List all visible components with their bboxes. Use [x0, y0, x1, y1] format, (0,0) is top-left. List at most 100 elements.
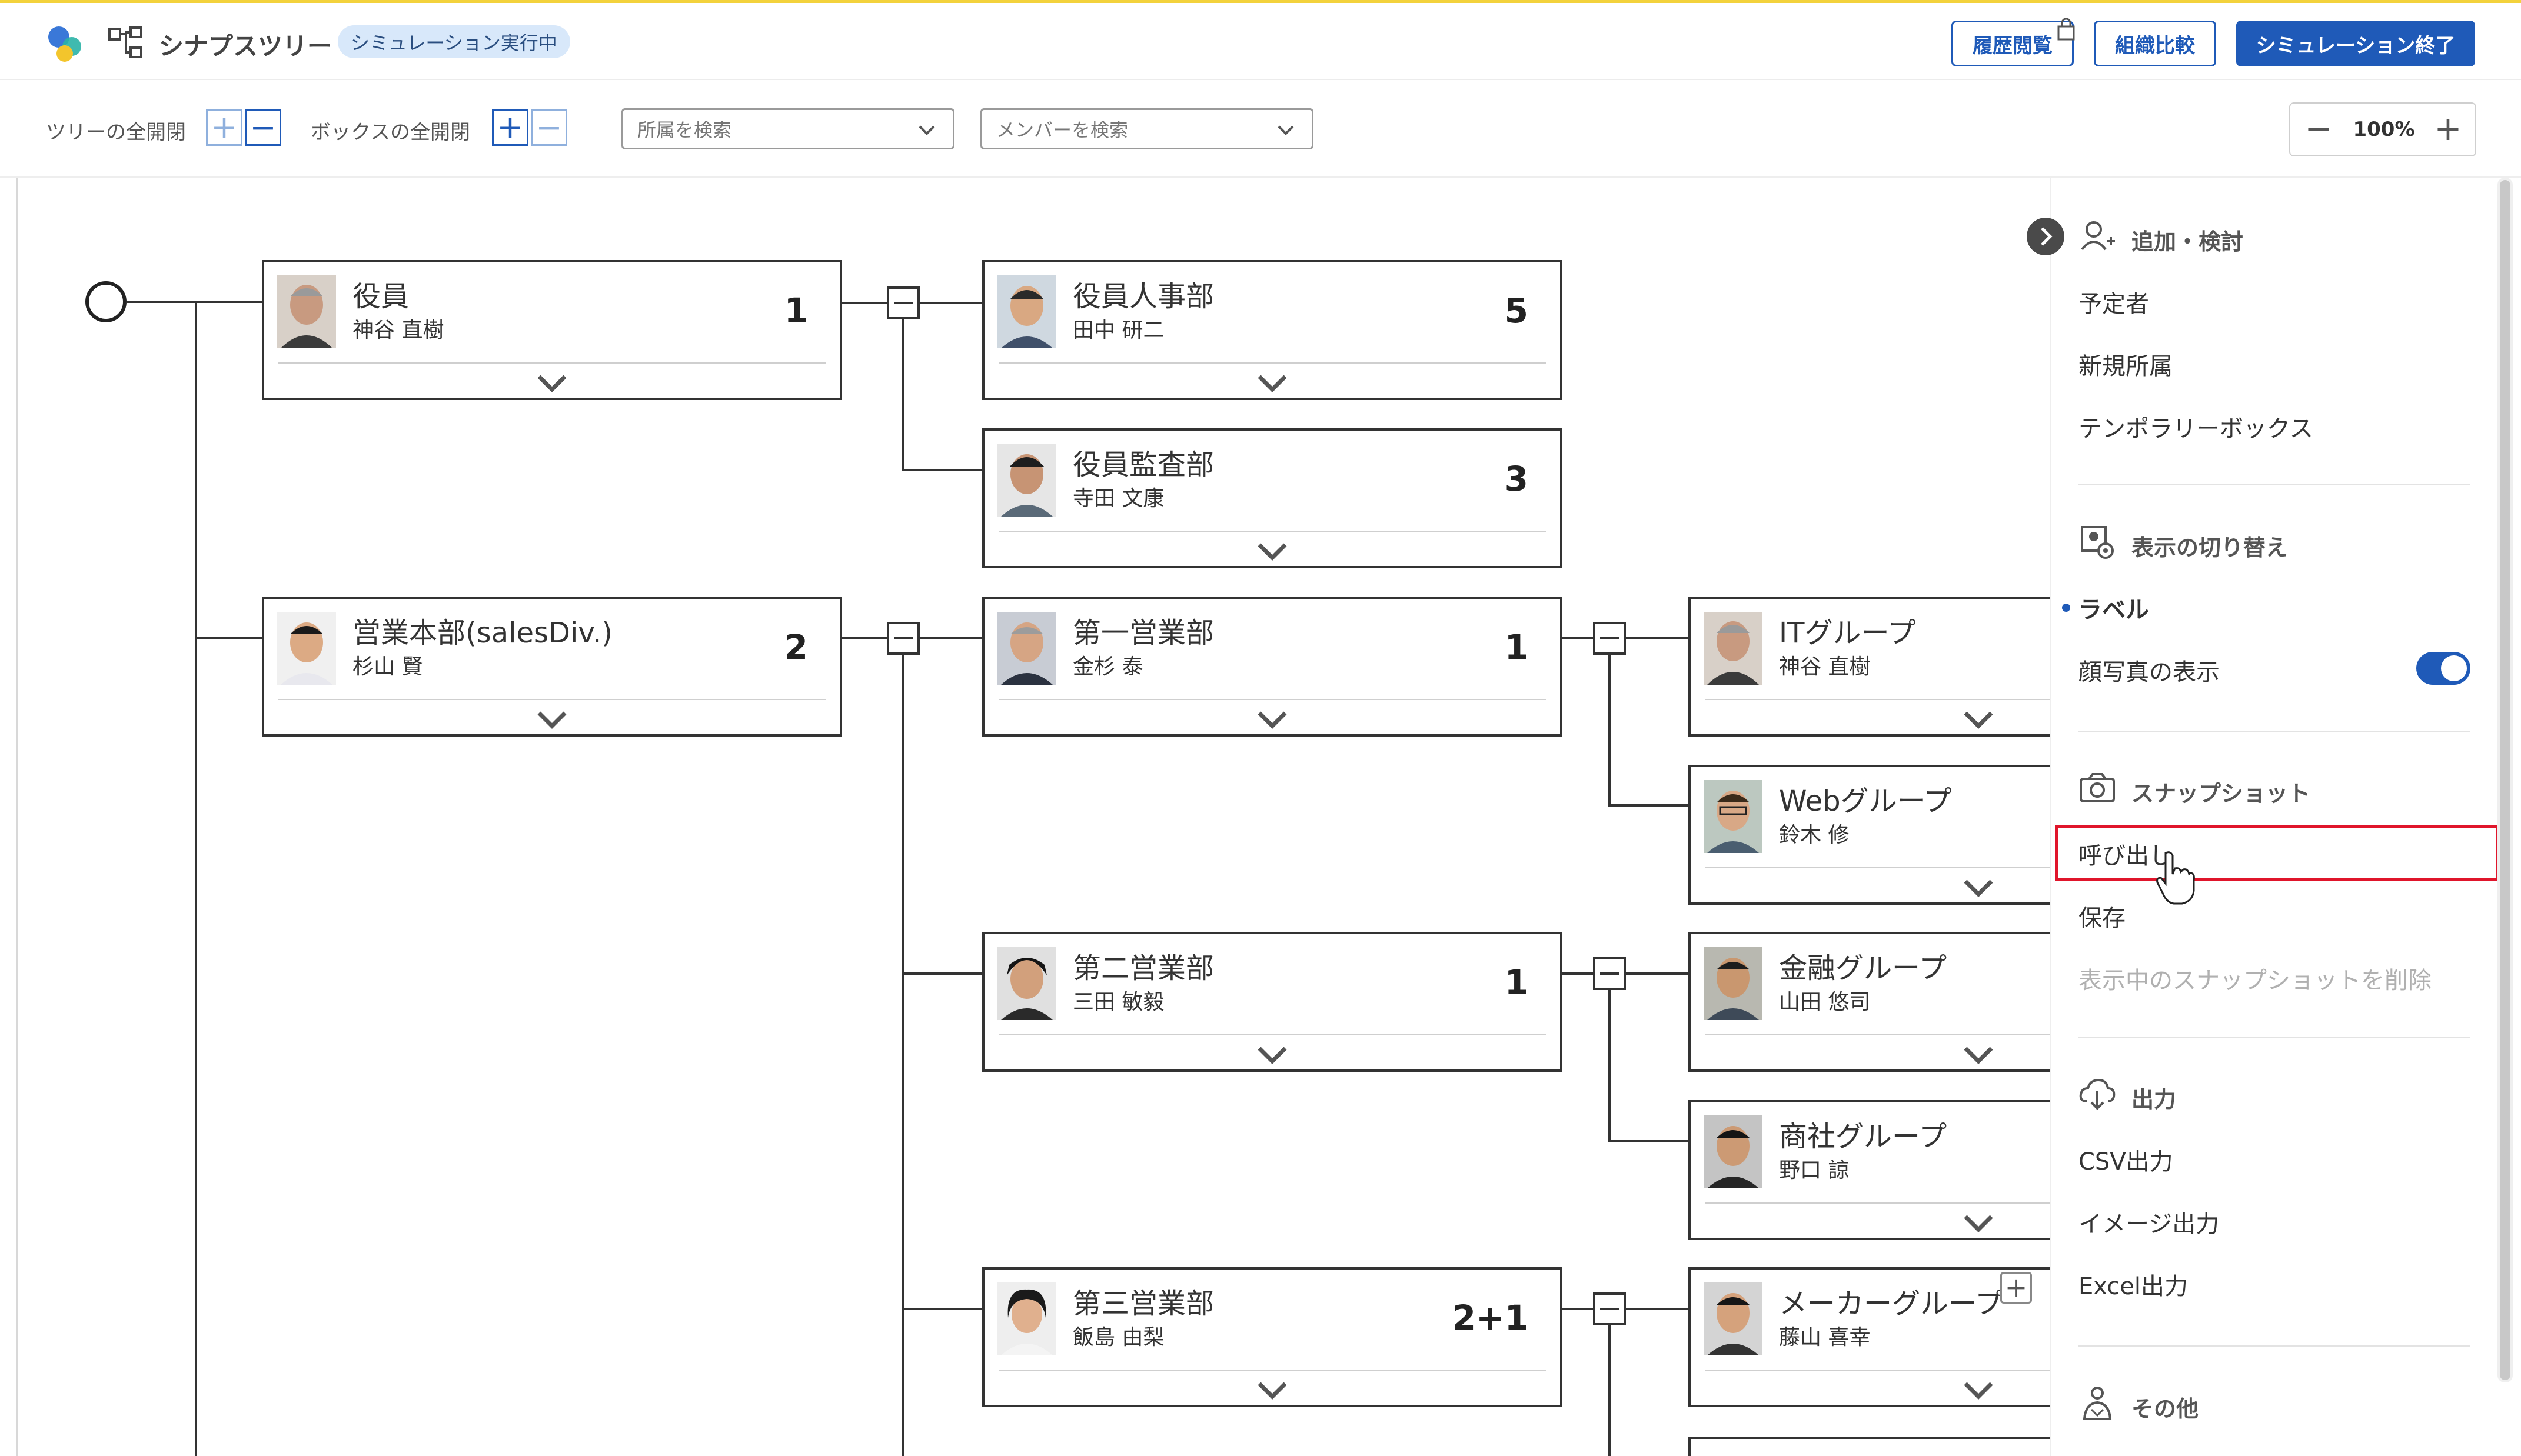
- org-box[interactable]: Webグループ 鈴木 修: [1688, 765, 2052, 905]
- tree-expand-all-button[interactable]: +: [206, 109, 242, 146]
- org-box-title: 営業本部(salesDiv.): [352, 617, 613, 649]
- chevron-down-icon[interactable]: [1962, 1045, 1995, 1066]
- menu-item-new-department[interactable]: 新規所属: [2078, 353, 2173, 380]
- org-box[interactable]: 営業本部(salesDiv.) 杉山 賢 2: [262, 597, 842, 737]
- chevron-down-icon[interactable]: [1256, 709, 1289, 731]
- collapse-toggle[interactable]: [1593, 957, 1626, 990]
- org-box[interactable]: 商社グループ 野口 諒: [1688, 1100, 2052, 1240]
- avatar: [997, 275, 1056, 348]
- org-box-person: 杉山 賢: [352, 655, 423, 679]
- org-box[interactable]: 役員人事部 田中 研二 5: [982, 260, 1562, 400]
- org-box-title: ITグループ: [1779, 617, 1916, 649]
- collapse-panel-button[interactable]: [2027, 218, 2064, 255]
- org-box[interactable]: 第一営業部 金杉 泰 1: [982, 597, 1562, 737]
- org-box-title: 第三営業部: [1073, 1287, 1215, 1320]
- menu-item-recall[interactable]: 呼び出し: [2078, 842, 2173, 869]
- org-box-person: 野口 諒: [1779, 1158, 1850, 1182]
- chevron-down-icon: [919, 125, 935, 135]
- hand-pointer-icon: [2156, 851, 2195, 905]
- collapse-toggle[interactable]: [887, 286, 920, 319]
- org-box-title: 役員人事部: [1073, 280, 1215, 313]
- org-tree-canvas[interactable]: 役員 神谷 直樹 1 役員人事部 田中 研二 5 役員監査部 寺田 文康 3 営…: [16, 178, 2052, 1456]
- chevron-down-icon[interactable]: [1256, 541, 1289, 562]
- menu-item-label[interactable]: ラベル: [2078, 597, 2149, 624]
- org-box-person: 山田 悠司: [1779, 990, 1871, 1014]
- divider: [1705, 1034, 2052, 1035]
- chevron-down-icon[interactable]: [1962, 1213, 1995, 1234]
- chevron-down-icon[interactable]: [1962, 878, 1995, 899]
- menu-item-image-output[interactable]: イメージ出力: [2078, 1211, 2220, 1238]
- chevron-down-icon[interactable]: [1962, 709, 1995, 731]
- simulation-status-badge: シミュレーション実行中: [338, 25, 570, 58]
- member-search-select[interactable]: メンバーを検索: [980, 108, 1313, 149]
- menu-item-temporary-box[interactable]: テンポラリーボックス: [2078, 415, 2313, 442]
- org-box-partial[interactable]: [1688, 1437, 2052, 1456]
- org-box-person: 田中 研二: [1073, 318, 1165, 342]
- avatar: [1704, 1115, 1762, 1188]
- divider: [999, 362, 1546, 364]
- chevron-right-icon: [2041, 227, 2053, 246]
- connector: [902, 637, 904, 1456]
- org-box[interactable]: ITグループ 神谷 直樹: [1688, 597, 2052, 737]
- chevron-down-icon[interactable]: [1962, 1380, 1995, 1401]
- divider: [278, 699, 826, 700]
- org-box-person: 神谷 直樹: [1779, 655, 1871, 679]
- app-title: シナプスツリー: [159, 32, 332, 61]
- org-box[interactable]: 第二営業部 三田 敏毅 1: [982, 932, 1562, 1072]
- zoom-level: 100%: [2353, 118, 2415, 141]
- avatar: [997, 444, 1056, 517]
- org-box-person: 飯島 由梨: [1073, 1325, 1165, 1350]
- menu-item-candidate[interactable]: 予定者: [2078, 291, 2149, 318]
- divider: [999, 699, 1546, 700]
- end-button-label: シミュレーション終了: [2256, 34, 2456, 58]
- org-box[interactable]: 第三営業部 飯島 由梨 2+1: [982, 1267, 1562, 1407]
- org-box-title: 商社グループ: [1779, 1120, 1947, 1153]
- photo-display-toggle[interactable]: [2416, 652, 2470, 685]
- zoom-in-button[interactable]: +: [2434, 110, 2462, 148]
- menu-item-csv-output[interactable]: CSV出力: [2078, 1148, 2173, 1175]
- tree-collapse-all-button[interactable]: −: [245, 109, 281, 146]
- org-box-count: 2+1: [1452, 1298, 1528, 1338]
- org-box-count: 3: [1504, 459, 1528, 499]
- org-box[interactable]: 役員監査部 寺田 文康 3: [982, 428, 1562, 568]
- org-box-title: Webグループ: [1779, 785, 1952, 818]
- snapshot-section-heading: スナップショット: [2131, 781, 2311, 807]
- divider: [999, 1370, 1546, 1371]
- chevron-down-icon[interactable]: [1256, 1380, 1289, 1401]
- collapse-toggle[interactable]: [1593, 1292, 1626, 1325]
- chevron-down-icon[interactable]: [536, 709, 568, 731]
- tree-structure-icon: [108, 26, 142, 58]
- org-box-title: 役員: [352, 280, 410, 313]
- menu-item-delete-snapshot: 表示中のスナップショットを削除: [2078, 967, 2432, 994]
- org-box-title: 金融グループ: [1779, 952, 1947, 985]
- chevron-down-icon[interactable]: [536, 373, 568, 394]
- org-box[interactable]: 金融グループ 山田 悠司: [1688, 932, 2052, 1072]
- scrollbar-thumb[interactable]: [2500, 180, 2510, 1380]
- history-button[interactable]: 履歴閲覧: [1951, 21, 2074, 66]
- end-simulation-button[interactable]: シミュレーション終了: [2236, 21, 2475, 66]
- menu-item-excel-output[interactable]: Excel出力: [2078, 1273, 2188, 1300]
- add-box-button[interactable]: +: [2000, 1272, 2032, 1304]
- org-box-person: 金杉 泰: [1073, 655, 1143, 679]
- collapse-toggle[interactable]: [1593, 622, 1626, 655]
- avatar: [997, 1282, 1056, 1355]
- panel-scrollbar[interactable]: [2497, 178, 2513, 1382]
- zoom-out-button[interactable]: −: [2304, 110, 2333, 148]
- collapse-toggle[interactable]: [887, 622, 920, 655]
- compare-organization-button[interactable]: 組織比較: [2094, 21, 2216, 66]
- avatar: [997, 612, 1056, 685]
- department-search-select[interactable]: 所属を検索: [621, 108, 954, 149]
- tree-root-node[interactable]: [85, 281, 127, 322]
- org-box[interactable]: 役員 神谷 直樹 1: [262, 260, 842, 400]
- org-box[interactable]: メーカーグループ 藤山 喜幸: [1688, 1267, 2052, 1407]
- org-box-title: 第一営業部: [1073, 617, 1215, 649]
- connector: [195, 637, 262, 639]
- menu-item-save[interactable]: 保存: [2078, 905, 2126, 932]
- chevron-down-icon[interactable]: [1256, 373, 1289, 394]
- other-section-heading: その他: [2131, 1396, 2199, 1422]
- display-toggle-icon: [2081, 526, 2114, 559]
- box-collapse-all-button[interactable]: −: [531, 109, 567, 146]
- divider: [2078, 484, 2470, 485]
- box-expand-all-button[interactable]: +: [492, 109, 528, 146]
- chevron-down-icon[interactable]: [1256, 1045, 1289, 1066]
